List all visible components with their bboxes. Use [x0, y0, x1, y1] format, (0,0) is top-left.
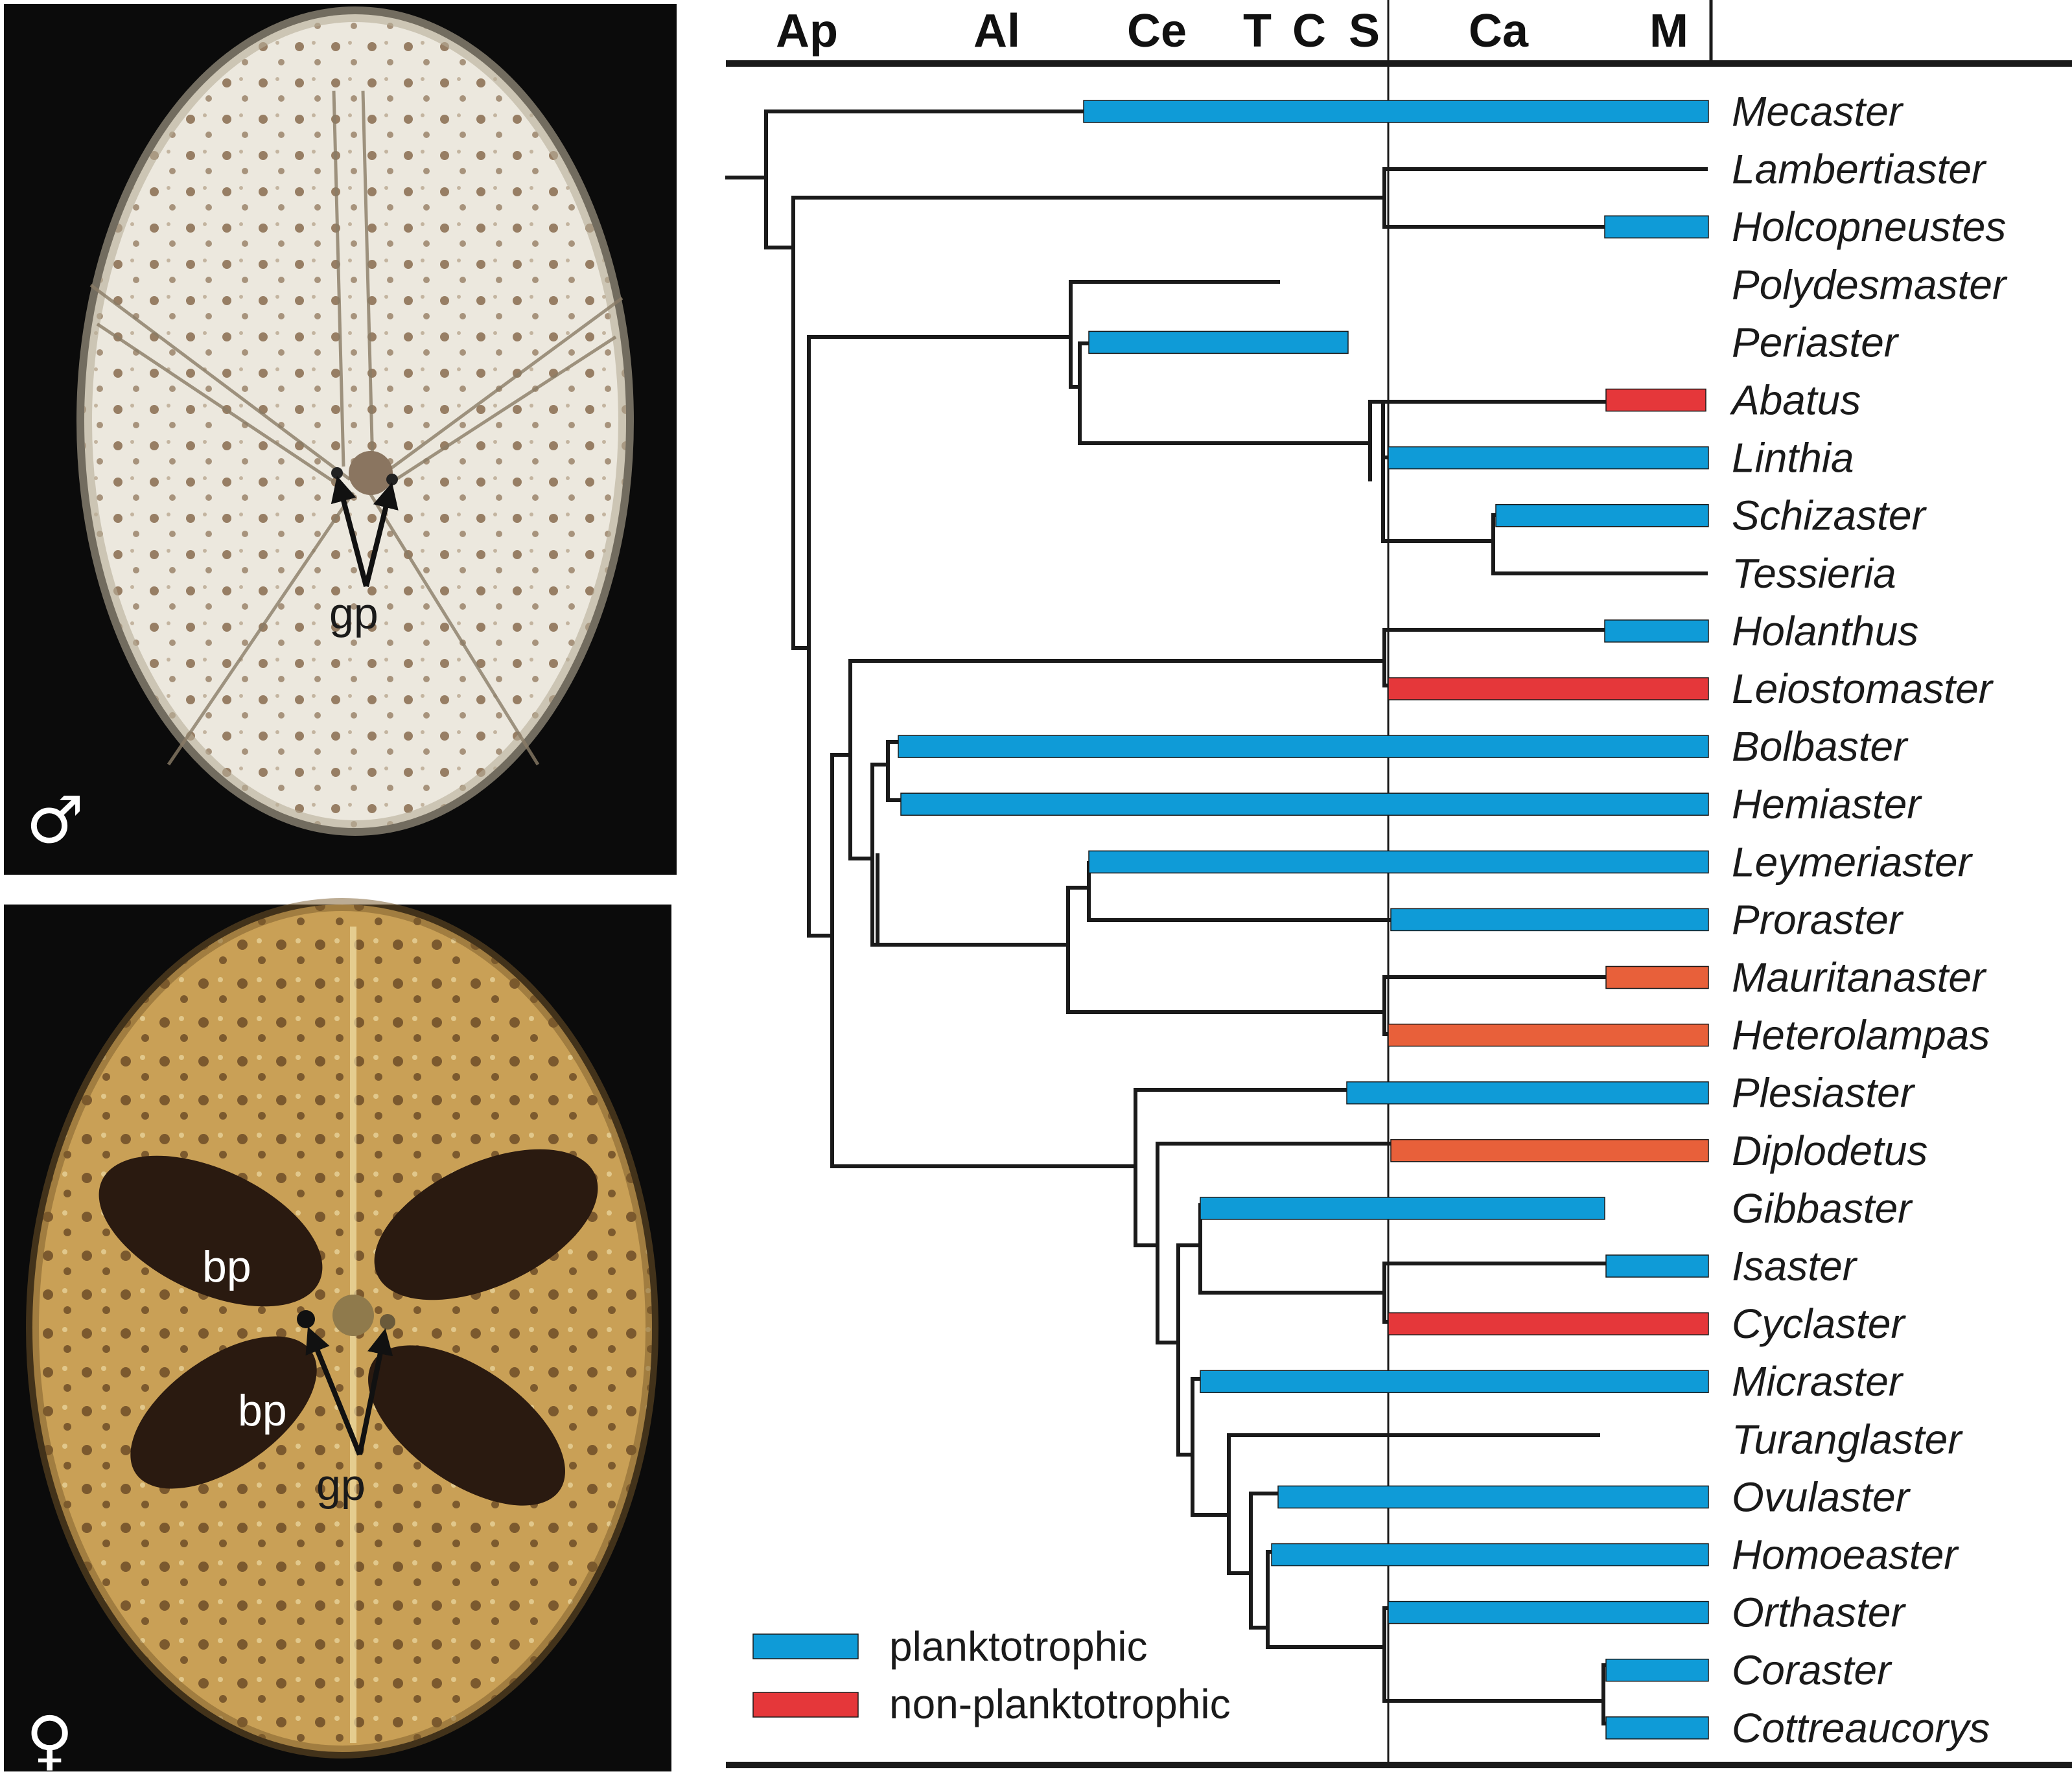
- range-bar-mauritanaster: [1605, 965, 1709, 989]
- range-bars: [898, 100, 1709, 1740]
- range-bar-plesiaster: [1346, 1081, 1709, 1105]
- range-bar-hemiaster: [900, 792, 1709, 816]
- stage-label-s: S: [1349, 5, 1380, 57]
- taxon-label-orthaster: Orthaster: [1732, 1589, 1906, 1636]
- female-brood-pouches: [99, 1149, 598, 1506]
- taxon-label-hemiaster: Hemiaster: [1732, 781, 1922, 827]
- range-bar-diplodetus: [1390, 1139, 1709, 1162]
- range-bar-orthaster: [1388, 1600, 1709, 1624]
- timeline-frame: [726, 0, 2072, 1768]
- range-bar-leymeriaster: [1088, 850, 1709, 874]
- range-bar-gibbaster: [1200, 1197, 1605, 1220]
- range-bar-cottreaucorys: [1605, 1716, 1709, 1740]
- taxon-label-isaster: Isaster: [1732, 1243, 1858, 1289]
- range-bar-heterolampas: [1388, 1023, 1709, 1047]
- female-sex-symbol: ♀: [26, 1702, 73, 1776]
- stage-label-c: C: [1292, 5, 1326, 57]
- taxon-label-leymeriaster: Leymeriaster: [1732, 838, 1973, 885]
- taxon-label-micraster: Micraster: [1732, 1358, 1904, 1405]
- tree-edges: [725, 110, 1708, 1725]
- taxon-label-proraster: Proraster: [1732, 896, 1904, 943]
- female-bp-label-lower: bp: [238, 1386, 287, 1435]
- taxon-label-cottreaucorys: Cottreaucorys: [1732, 1705, 1990, 1751]
- male-petals: [89, 90, 623, 766]
- stage-label-ca: Ca: [1469, 5, 1529, 57]
- taxon-label-tessieria: Tessieria: [1732, 550, 1896, 597]
- male-apical-disc: [349, 451, 393, 495]
- range-bar-isaster: [1605, 1254, 1709, 1278]
- range-bar-holcopneustes: [1604, 215, 1709, 238]
- taxon-label-leiostomaster: Leiostomaster: [1732, 665, 1994, 712]
- taxon-label-heterolampas: Heterolampas: [1732, 1012, 1990, 1059]
- female-bp-label-upper: bp: [202, 1242, 251, 1291]
- taxon-label-ovulaster: Ovulaster: [1732, 1473, 1911, 1520]
- range-bar-micraster: [1200, 1370, 1709, 1393]
- taxon-label-periaster: Periaster: [1732, 319, 1900, 365]
- male-sex-symbol: ♂: [26, 782, 84, 858]
- male-arrow-left: [331, 476, 369, 588]
- female-gonopore-right-marker: [380, 1314, 395, 1330]
- male-test-texture: [84, 14, 626, 828]
- range-bar-holanthus: [1604, 619, 1709, 643]
- taxon-label-mecaster: Mecaster: [1732, 88, 1904, 135]
- female-arrow-left: [305, 1326, 362, 1456]
- range-bar-proraster: [1390, 908, 1709, 932]
- female-test-rim: [26, 898, 658, 1759]
- male-arrow-right: [364, 482, 399, 587]
- male-test-shading: [76, 6, 634, 836]
- female-specimen-photo: bp bp gp ♀: [4, 898, 671, 1776]
- taxon-label-linthia: Linthia: [1732, 435, 1854, 481]
- female-apical-disc: [332, 1295, 374, 1336]
- taxon-labels: MecasterLambertiasterHolcopneustesPolyde…: [1729, 88, 2008, 1751]
- legend-swatch-non-planktotrophic: [752, 1692, 859, 1718]
- male-gp-label: gp: [329, 589, 378, 638]
- taxon-label-gibbaster: Gibbaster: [1732, 1185, 1913, 1232]
- male-gonopore-right-marker: [386, 474, 398, 485]
- female-gp-label: gp: [316, 1460, 366, 1510]
- taxon-label-abatus: Abatus: [1729, 377, 1861, 424]
- range-bar-mecaster: [1083, 100, 1709, 123]
- female-gonopore-left-marker: [297, 1310, 315, 1328]
- taxon-label-homoeaster: Homoeaster: [1732, 1532, 1959, 1578]
- legend-label-planktotrophic: planktotrophic: [889, 1623, 1147, 1670]
- range-bar-leiostomaster: [1388, 677, 1709, 700]
- legend: planktotrophic non-planktotrophic: [752, 1623, 1231, 1727]
- stage-label-al: Al: [973, 5, 1020, 57]
- range-bar-abatus: [1605, 388, 1706, 412]
- stage-label-ap: Ap: [776, 5, 838, 57]
- stage-label-t: T: [1243, 5, 1272, 57]
- stage-label-m: M: [1649, 5, 1688, 57]
- taxon-label-holcopneustes: Holcopneustes: [1732, 203, 2006, 250]
- taxon-label-turanglaster: Turanglaster: [1732, 1416, 1963, 1462]
- taxon-label-diplodetus: Diplodetus: [1732, 1127, 1927, 1174]
- legend-label-non-planktotrophic: non-planktotrophic: [889, 1681, 1231, 1727]
- stage-label-ce: Ce: [1127, 5, 1187, 57]
- taxon-label-plesiaster: Plesiaster: [1732, 1070, 1916, 1116]
- male-gonopore-left-marker: [331, 467, 343, 479]
- range-bar-homoeaster: [1271, 1543, 1709, 1567]
- taxon-label-mauritanaster: Mauritanaster: [1732, 954, 1987, 1001]
- female-arrow-right: [357, 1328, 393, 1455]
- range-bar-linthia: [1388, 446, 1709, 470]
- taxon-label-holanthus: Holanthus: [1732, 608, 1918, 654]
- taxon-label-bolbaster: Bolbaster: [1732, 723, 1909, 770]
- taxon-label-coraster: Coraster: [1732, 1647, 1892, 1694]
- range-bar-schizaster: [1495, 503, 1709, 527]
- range-bar-cyclaster: [1388, 1312, 1709, 1335]
- taxon-label-polydesmaster: Polydesmaster: [1732, 261, 2008, 308]
- male-specimen-photo: gp ♂: [4, 4, 677, 875]
- range-bar-coraster: [1605, 1658, 1709, 1682]
- taxon-label-lambertiaster: Lambertiaster: [1732, 146, 1987, 192]
- taxon-label-schizaster: Schizaster: [1732, 492, 1927, 539]
- range-bar-bolbaster: [898, 735, 1709, 758]
- taxon-label-cyclaster: Cyclaster: [1732, 1300, 1906, 1347]
- range-bar-periaster: [1088, 330, 1349, 354]
- range-bar-ovulaster: [1277, 1485, 1709, 1509]
- legend-swatch-planktotrophic: [752, 1633, 859, 1659]
